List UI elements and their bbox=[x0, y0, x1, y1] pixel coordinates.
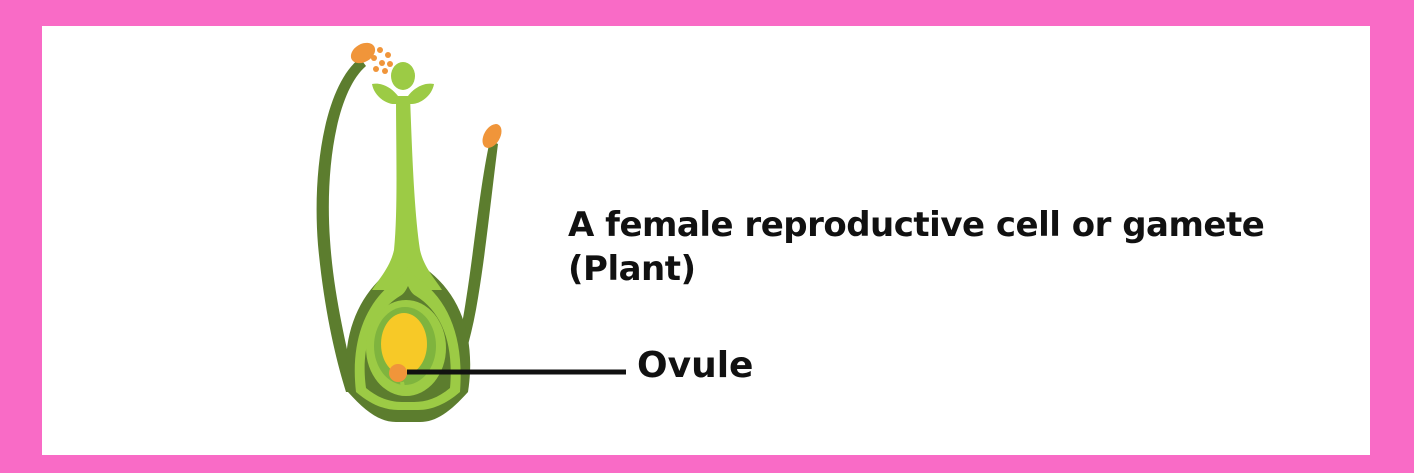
left-anther bbox=[350, 42, 376, 64]
diagram-panel bbox=[68, 26, 1343, 455]
ovule-label: Ovule bbox=[637, 345, 754, 386]
pistil-style bbox=[372, 96, 442, 290]
caption-line-1: A female reproductive cell or gamete bbox=[568, 205, 1265, 245]
right-stamen-filament bbox=[444, 140, 498, 394]
pollen-grains bbox=[371, 47, 393, 74]
pollen-grain bbox=[377, 47, 383, 53]
pollen-grain bbox=[379, 60, 385, 66]
left-stamen-filament bbox=[316, 58, 366, 392]
pistil-stigma bbox=[372, 83, 434, 104]
ovule-egg-dot bbox=[389, 364, 407, 382]
ovule-embryo-sac bbox=[381, 313, 427, 375]
caption-line-2: (Plant) bbox=[568, 248, 696, 289]
pollen-grain bbox=[371, 55, 377, 61]
ovule-funicle bbox=[400, 381, 406, 393]
pollen-grain bbox=[385, 52, 391, 58]
pollen-grain bbox=[382, 68, 388, 74]
pollen-grain bbox=[373, 66, 379, 72]
pollen-grain bbox=[387, 61, 393, 67]
definition-caption: A female reproductive cell or gamete (Pl… bbox=[568, 204, 1328, 291]
right-anther bbox=[482, 124, 502, 148]
stigma-top bbox=[391, 62, 415, 90]
